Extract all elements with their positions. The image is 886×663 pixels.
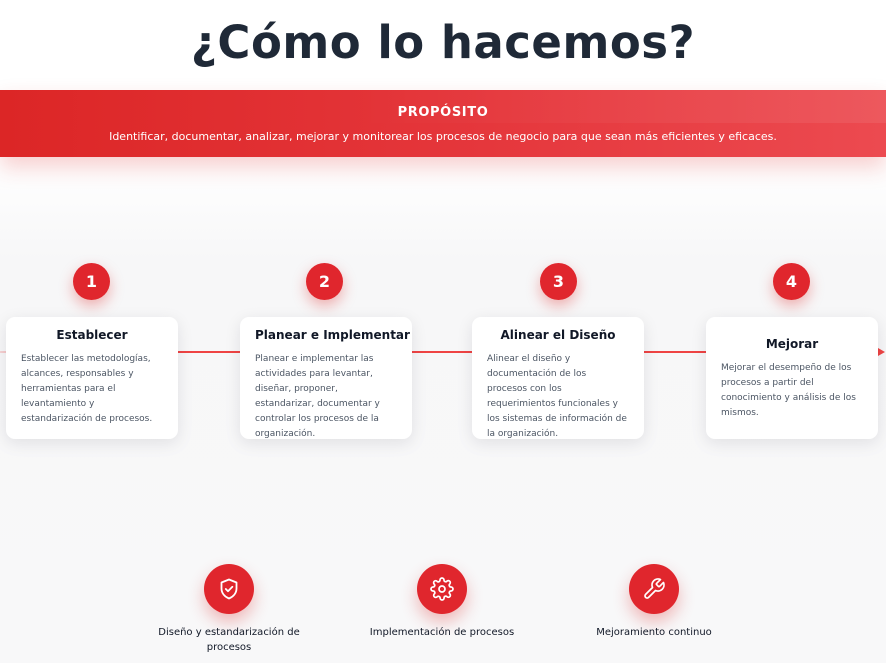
step-4-title: Mejorar: [765, 337, 819, 351]
step-1-title: Establecer: [56, 328, 128, 342]
step-1-number: 1: [73, 263, 110, 300]
timeline-line: [0, 351, 878, 353]
step-3-number: 3: [540, 263, 577, 300]
step-3-title: Alinear el Diseño: [500, 328, 616, 342]
shield-check-icon: [204, 564, 254, 614]
page-title: ¿Cómo lo hacemos?: [190, 16, 696, 69]
gear-icon: [417, 564, 467, 614]
wrench-icon: [629, 564, 679, 614]
purpose-text: Identificar, documentar, analizar, mejor…: [109, 130, 777, 143]
step-2-title: Planear e Implementar: [255, 328, 410, 342]
feature-label-design: Diseño y estandarización de procesos: [158, 627, 300, 653]
step-4-text: Mejorar el desempeño de los procesos a p…: [721, 363, 856, 418]
purpose-title: PROPÓSITO: [397, 105, 489, 120]
step-1-text: Establecer las metodologías, alcances, r…: [21, 354, 153, 424]
step-2-text: Planear e implementar las actividades pa…: [255, 354, 380, 439]
feature-label-implementation: Implementación de procesos: [369, 627, 515, 638]
step-3-card: Alinear el Diseño Alinear el diseño y do…: [472, 317, 644, 439]
purpose-banner: PROPÓSITO Identificar, documentar, anali…: [0, 90, 886, 157]
step-2-number: 2: [306, 263, 343, 300]
step-1-card: Establecer Establecer las metodologías, …: [6, 317, 178, 439]
step-4-card: Mejorar Mejorar el desempeño de los proc…: [706, 317, 878, 439]
timeline-arrow-icon: [878, 348, 885, 356]
feature-label-improvement: Mejoramiento continuo: [596, 627, 712, 638]
step-3-text: Alinear el diseño y documentación de los…: [487, 354, 627, 439]
step-4-number: 4: [773, 263, 810, 300]
step-2-card: Planear e Implementar Planear e implemen…: [240, 317, 412, 439]
